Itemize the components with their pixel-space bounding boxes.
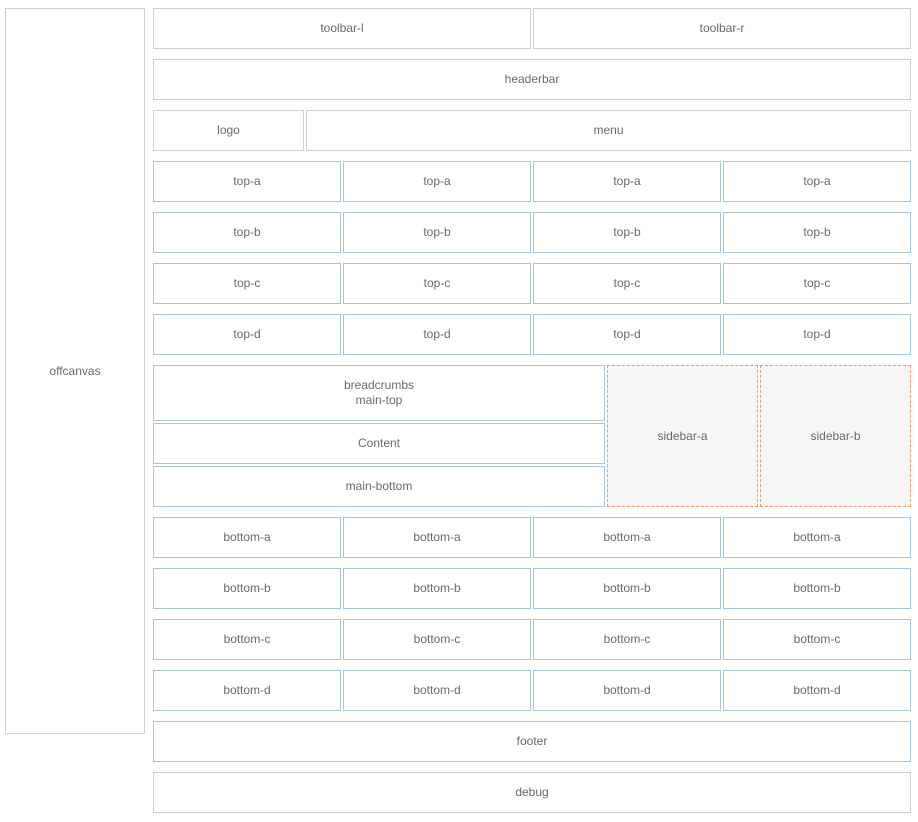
toolbar-right-label: toolbar-r: [699, 21, 745, 35]
sidebar-a-label: sidebar-a: [657, 428, 708, 443]
bottom-cell-label: bottom-a: [793, 530, 841, 544]
top-cell: top-b: [723, 212, 911, 253]
bottom-cell: bottom-d: [343, 670, 531, 711]
top-cell: top-b: [153, 212, 341, 253]
top-cell-label: top-b: [233, 225, 261, 239]
top-cell-label: top-d: [613, 327, 641, 341]
footer-label: footer: [516, 734, 548, 748]
bottom-cell: bottom-b: [533, 568, 721, 609]
top-cell-label: top-a: [613, 174, 641, 188]
top-cell-label: top-a: [233, 174, 261, 188]
main-top-label: main-top: [355, 393, 403, 407]
logo-label: logo: [217, 123, 240, 137]
bottom-cell: bottom-a: [343, 517, 531, 558]
main-top-region: breadcrumbs main-top: [153, 365, 605, 421]
content-region: Content: [153, 423, 605, 464]
bottom-cell-label: bottom-b: [413, 581, 461, 595]
headerbar-region: headerbar: [153, 59, 911, 100]
debug-region: debug: [153, 772, 911, 813]
top-cell-label: top-c: [613, 276, 641, 290]
bottom-cell: bottom-b: [153, 568, 341, 609]
bottom-cell: bottom-c: [533, 619, 721, 660]
top-cell: top-a: [343, 161, 531, 202]
bottom-cell-label: bottom-a: [603, 530, 651, 544]
main-bottom-label: main-bottom: [345, 479, 413, 493]
top-cell-label: top-b: [423, 225, 451, 239]
top-cell-label: top-a: [423, 174, 451, 188]
bottom-cell-label: bottom-b: [793, 581, 841, 595]
top-cell: top-d: [343, 314, 531, 355]
logo-region: logo: [153, 110, 304, 151]
bottom-cell: bottom-a: [723, 517, 911, 558]
bottom-cell-label: bottom-d: [603, 683, 651, 697]
bottom-cell-label: bottom-c: [793, 632, 841, 646]
bottom-cell: bottom-a: [533, 517, 721, 558]
sidebar-b-region: sidebar-b: [760, 365, 911, 507]
bottom-cell: bottom-c: [343, 619, 531, 660]
bottom-cell-label: bottom-b: [223, 581, 271, 595]
bottom-cell: bottom-c: [153, 619, 341, 660]
top-cell-label: top-d: [233, 327, 261, 341]
bottom-cell-label: bottom-d: [793, 683, 841, 697]
top-cell: top-c: [533, 263, 721, 304]
bottom-cell: bottom-d: [153, 670, 341, 711]
sidebar-a-region: sidebar-a: [607, 365, 758, 507]
top-cell-label: top-c: [803, 276, 831, 290]
bottom-cell-label: bottom-c: [223, 632, 271, 646]
top-cell: top-a: [723, 161, 911, 202]
top-cell: top-c: [153, 263, 341, 304]
top-cell-label: top-d: [803, 327, 831, 341]
bottom-cell-label: bottom-c: [603, 632, 651, 646]
bottom-cell-label: bottom-d: [223, 683, 271, 697]
bottom-cell: bottom-d: [533, 670, 721, 711]
top-cell: top-c: [343, 263, 531, 304]
toolbar-right-region: toolbar-r: [533, 8, 911, 49]
footer-region: footer: [153, 721, 911, 762]
offcanvas-label: offcanvas: [49, 363, 101, 378]
top-cell: top-d: [723, 314, 911, 355]
content-label: Content: [357, 436, 401, 450]
top-cell: top-d: [533, 314, 721, 355]
top-cell-label: top-b: [803, 225, 831, 239]
bottom-cell: bottom-b: [343, 568, 531, 609]
bottom-cell: bottom-a: [153, 517, 341, 558]
bottom-cell-label: bottom-a: [413, 530, 461, 544]
top-cell-label: top-c: [233, 276, 261, 290]
sidebar-b-label: sidebar-b: [810, 428, 861, 443]
toolbar-left-label: toolbar-l: [320, 21, 364, 35]
top-cell: top-b: [533, 212, 721, 253]
menu-region: menu: [306, 110, 911, 151]
main-bottom-region: main-bottom: [153, 466, 605, 507]
top-cell-label: top-d: [423, 327, 451, 341]
bottom-cell-label: bottom-c: [413, 632, 461, 646]
top-cell-label: top-c: [423, 276, 451, 290]
debug-label: debug: [515, 785, 549, 799]
headerbar-label: headerbar: [504, 72, 560, 86]
bottom-cell-label: bottom-b: [603, 581, 651, 595]
breadcrumbs-label: breadcrumbs: [343, 378, 415, 392]
top-cell: top-a: [533, 161, 721, 202]
toolbar-left-region: toolbar-l: [153, 8, 531, 49]
top-cell-label: top-b: [613, 225, 641, 239]
bottom-cell: bottom-d: [723, 670, 911, 711]
top-cell: top-a: [153, 161, 341, 202]
bottom-cell: bottom-c: [723, 619, 911, 660]
bottom-cell-label: bottom-d: [413, 683, 461, 697]
bottom-cell-label: bottom-a: [223, 530, 271, 544]
offcanvas-region: offcanvas: [5, 8, 145, 734]
bottom-cell: bottom-b: [723, 568, 911, 609]
top-cell: top-b: [343, 212, 531, 253]
top-cell-label: top-a: [803, 174, 831, 188]
menu-label: menu: [593, 123, 624, 137]
top-cell: top-d: [153, 314, 341, 355]
top-cell: top-c: [723, 263, 911, 304]
